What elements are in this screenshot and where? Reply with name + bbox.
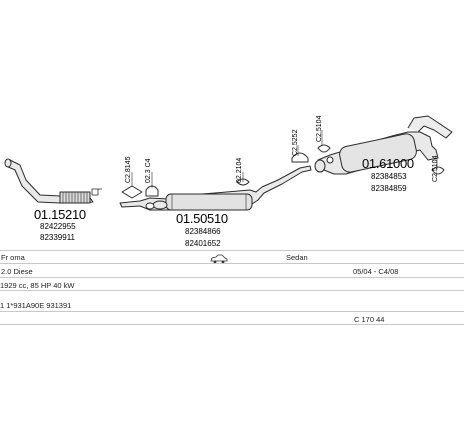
exhaust-drawing [4,115,453,211]
vehicle-engine: 2.0 Diese [1,267,33,276]
clip-label: C2.8145 [125,156,132,183]
clip-label: 02.2104 [236,157,243,183]
front-pipe-drawing [4,158,102,204]
clip-label: 02.3 C4 [145,158,152,183]
car-icon [210,254,228,266]
exhaust-diagram: 01.15210 82422955 82339911 01.50510 8238… [4,115,453,248]
oem-number: 82401652 [185,239,221,248]
vehicle-body: Sedan [286,253,308,262]
clip-label: C2.5252 [292,129,299,156]
center-silencer-drawing [119,165,312,211]
vehicle-years: 05/04 - C4/08 [353,267,399,276]
part-number-front-pipe: 01.15210 [34,207,86,222]
clip-parts-drawing [121,144,445,199]
clip-label: C2.5104 [432,155,439,182]
oem-number: 82339911 [40,233,75,242]
rear-silencer-drawing [314,115,453,175]
oem-number: 82384859 [371,184,407,193]
part-number-center-silencer: 01.50510 [176,211,228,226]
vehicle-make: Fr oma [1,253,25,262]
part-number-rear-silencer: 01.61000 [362,156,414,171]
catalog-ref: C 170 44 [354,315,385,324]
vehicle-codes: 1 1*931A90E 931391 [0,301,72,310]
vehicle-spec: 1929 cc, 85 HP 40 kW [0,281,75,290]
oem-number: 82384866 [185,227,221,236]
oem-number: 82422955 [40,222,76,231]
clip-label: C2.5104 [316,115,323,142]
leader-lines [131,130,438,188]
oem-number: 82384853 [371,172,407,181]
